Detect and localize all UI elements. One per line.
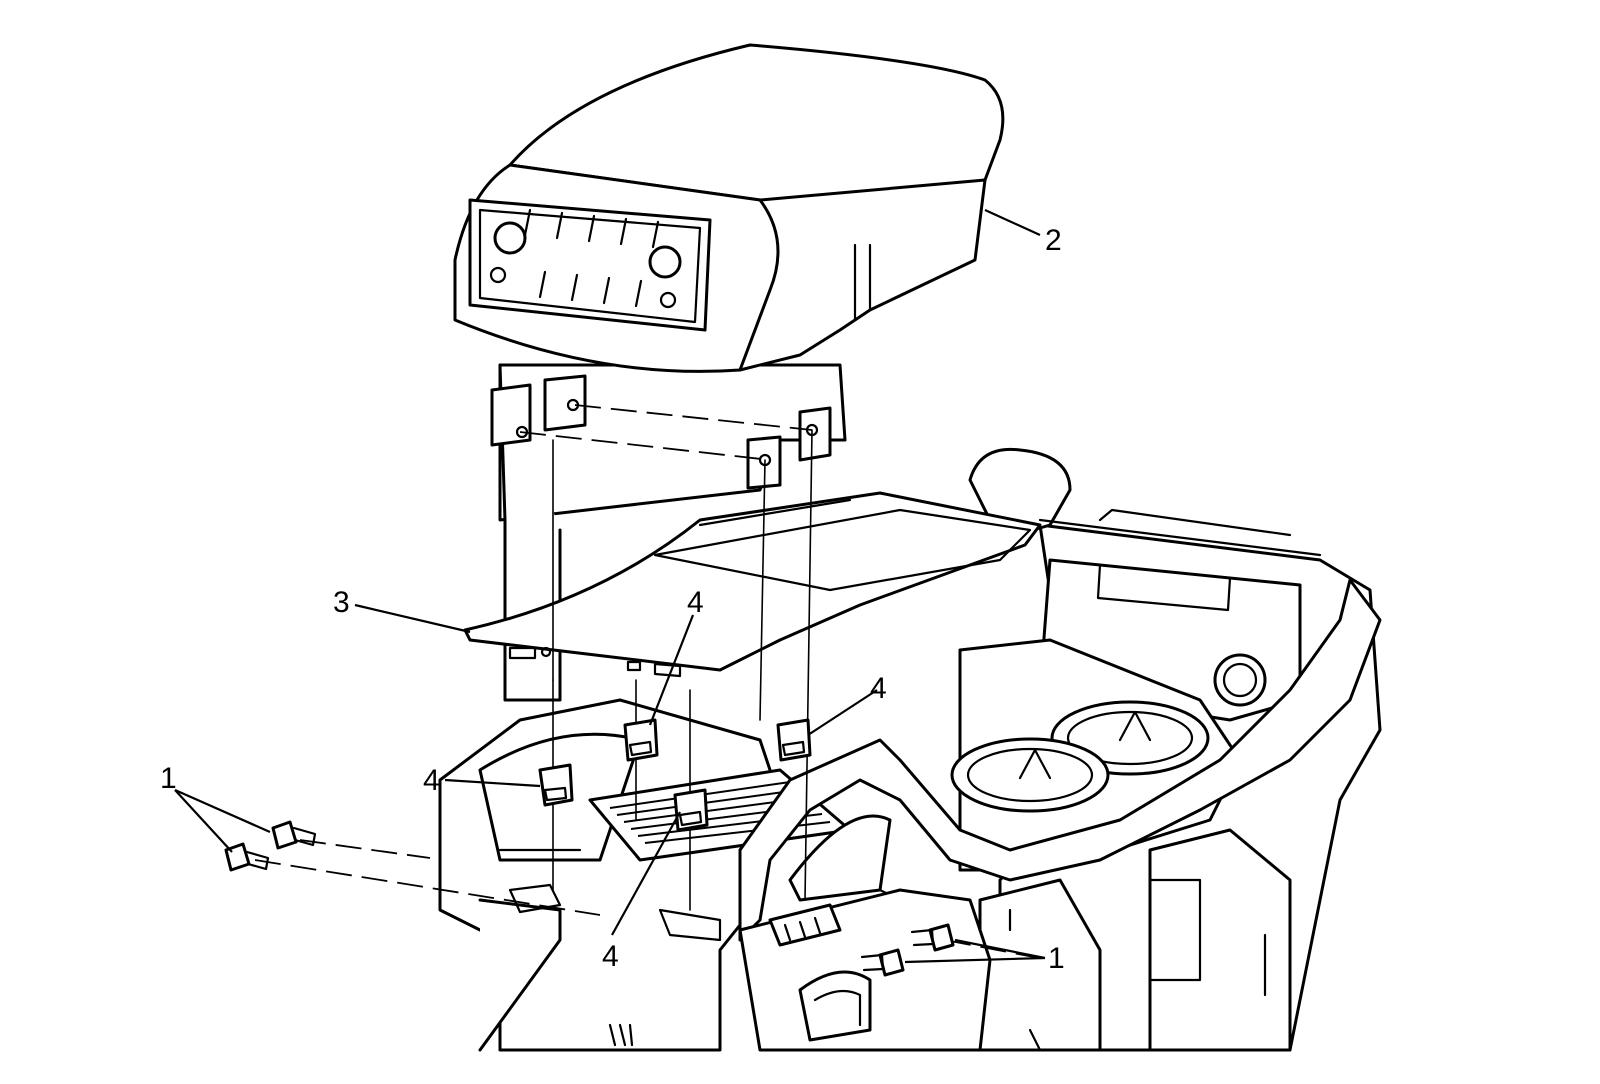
clip-c — [673, 788, 709, 832]
cup-holder-front — [950, 737, 1110, 813]
right-knob-icon — [648, 245, 682, 279]
callout-clip-a: 4 — [687, 586, 704, 619]
screw-left-upper — [271, 820, 317, 850]
control-buttons — [523, 208, 660, 308]
callout-clip-d: 4 — [602, 940, 619, 973]
armrest-part-2 — [453, 43, 1005, 373]
left-knob-icon — [493, 221, 527, 255]
alignment-lines — [254, 404, 1051, 961]
clip-b — [623, 718, 659, 762]
callout-clip-b: 4 — [870, 672, 887, 705]
clip-a — [538, 763, 574, 807]
leader-lines — [174, 208, 1046, 964]
console-base — [950, 447, 1382, 1052]
bracket-part-3 — [463, 363, 1042, 702]
callout-clip-c: 4 — [423, 764, 440, 797]
callout-screw-right: 1 — [1048, 942, 1065, 975]
clip-d — [776, 718, 812, 762]
callout-bracket: 3 — [333, 586, 350, 619]
screw-left-lower — [224, 842, 270, 872]
screw-right-upper — [910, 923, 955, 952]
screw-right-lower — [860, 948, 905, 977]
callout-screw-left: 1 — [160, 762, 177, 795]
callout-armrest: 2 — [1045, 224, 1062, 257]
